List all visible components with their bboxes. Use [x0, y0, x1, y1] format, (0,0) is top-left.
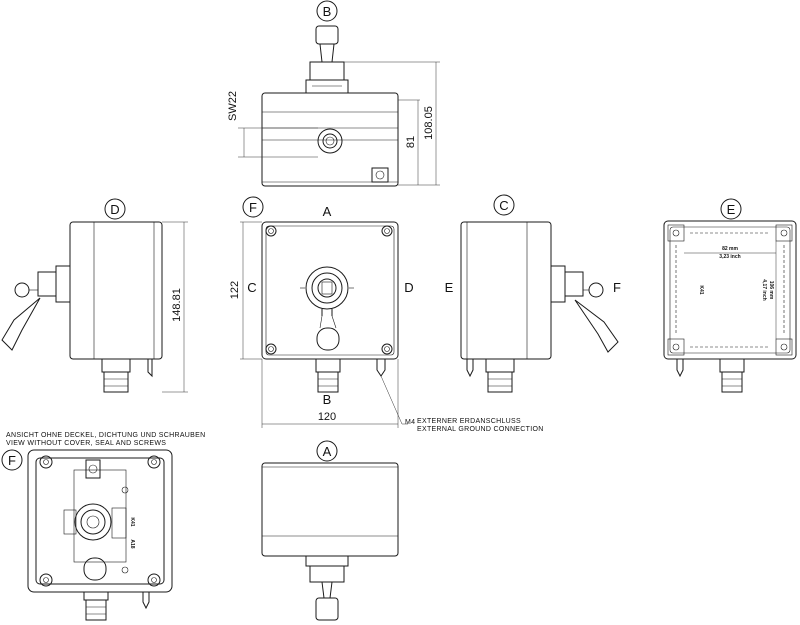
inside-k41: K41 — [129, 517, 135, 526]
dim-120: 120 — [318, 411, 336, 423]
gland-inside — [85, 599, 107, 621]
view-label-a-bottom: A — [323, 444, 332, 459]
view-label-f-inside: F — [8, 453, 16, 468]
cap-front — [316, 327, 340, 351]
knob-base — [305, 79, 349, 94]
e-width-inch: 3,23 inch — [719, 254, 740, 260]
inside-view-f: ANSICHT OHNE DECKEL, DICHTUNG UND SCHRAU… — [1, 432, 205, 621]
box-front-view — [261, 221, 399, 360]
inside-note-en: VIEW WITHOUT COVER, SEAL AND SCREWS — [6, 440, 166, 447]
box-side-view-c — [460, 221, 552, 360]
back-view-e: E 82 mm 3,23 inch 106 mm 4,17 inch K41 — [663, 198, 797, 393]
view-marker-e — [720, 198, 742, 220]
box-top-view — [261, 92, 399, 187]
dim-108: 108.05 — [423, 106, 435, 140]
e-height-mm: 106 mm — [768, 281, 774, 300]
view-label-a-front: A — [323, 204, 332, 219]
view-marker-a-bottom — [316, 440, 338, 462]
switch-body-d — [55, 265, 71, 303]
ground-note-en: EXTERNAL GROUND CONNECTION — [417, 426, 544, 433]
view-label-d: D — [110, 202, 119, 217]
knob-collar — [309, 61, 345, 81]
ground-stud-front — [376, 359, 386, 377]
cap-inside — [83, 557, 107, 581]
view-marker-c — [493, 194, 515, 216]
gland-outer — [317, 128, 343, 154]
dim-148: 148.81 — [171, 288, 183, 322]
view-marker-d — [104, 198, 126, 220]
e-part-label: K41 — [698, 285, 704, 294]
gland-d — [103, 371, 129, 393]
view-label-e: E — [727, 202, 736, 217]
view-label-c-left: C — [247, 280, 256, 295]
view-marker-b-top — [316, 0, 338, 22]
knob-stem — [319, 43, 335, 63]
inside-note-de: ANSICHT OHNE DECKEL, DICHTUNG UND SCHRAU… — [6, 432, 205, 439]
inside-a18: A18 — [129, 539, 135, 548]
view-label-b-top: B — [323, 4, 332, 19]
box-side-view-d — [69, 221, 163, 360]
key-d — [14, 282, 30, 298]
knob-cap — [315, 25, 339, 45]
knob-collar-bottom — [309, 565, 345, 583]
ground-screw-top — [371, 167, 389, 183]
front-view: F A C D B 122 — [229, 196, 544, 433]
switch-front — [305, 266, 349, 310]
view-label-f-front: F — [249, 200, 257, 215]
cap-d — [1, 297, 41, 351]
view-label-c: C — [499, 198, 508, 213]
view-label-e-left: E — [445, 280, 454, 295]
dim-122: 122 — [229, 281, 241, 299]
view-label-d-right: D — [404, 280, 413, 295]
box-bottom-view — [261, 462, 399, 557]
gland-front — [317, 371, 339, 393]
view-label-f-right: F — [613, 280, 621, 295]
ground-note-m4: M4 — [405, 419, 415, 426]
top-view-b: B SW22 81 108.05 — [227, 0, 440, 187]
dim-sw22: SW22 — [227, 91, 239, 121]
side-view-d: D 148.81 — [1, 198, 188, 393]
e-height-inch: 4,17 inch — [761, 279, 767, 300]
view-marker-f-front — [242, 196, 264, 218]
key-c — [588, 282, 604, 298]
bottom-view-a: A — [261, 440, 399, 621]
switch-inside — [74, 503, 112, 541]
gland-e — [721, 371, 743, 393]
ground-note-de: EXTERNER ERDANSCHLUSS — [417, 418, 521, 425]
knob-cap-bottom — [315, 597, 339, 621]
dim-81: 81 — [405, 136, 417, 148]
view-marker-f-inside — [1, 449, 23, 471]
e-width-mm: 82 mm — [722, 246, 738, 252]
side-view-c: C E F — [445, 194, 621, 393]
gland-c — [487, 371, 513, 393]
switch-body-c — [550, 265, 566, 303]
view-label-b-bottom: B — [323, 392, 332, 407]
cap-c — [574, 299, 619, 353]
